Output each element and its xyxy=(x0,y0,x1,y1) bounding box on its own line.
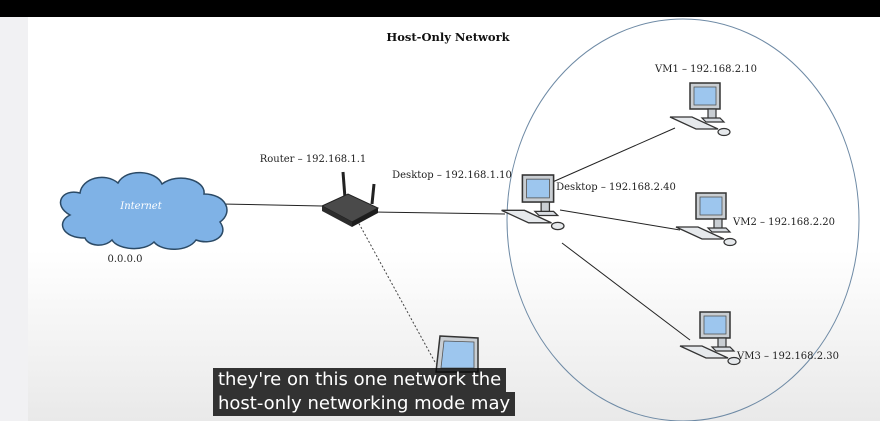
vm2-computer-icon xyxy=(675,192,737,247)
desktop-label-primary: Desktop – 192.168.1.10 xyxy=(392,170,512,181)
link-desktop-vm1 xyxy=(547,127,676,185)
vm1-label: VM1 – 192.168.2.10 xyxy=(654,64,757,75)
internet-address: 0.0.0.0 xyxy=(108,254,143,265)
internet-cloud-icon xyxy=(59,171,228,250)
video-captions: they're on this one network the host-onl… xyxy=(213,368,516,416)
page-left-margin xyxy=(0,17,28,421)
router-label: Router – 192.168.1.1 xyxy=(260,154,367,165)
vm3-computer-icon xyxy=(679,311,741,366)
link-router-laptop xyxy=(356,219,437,365)
link-desktop-vm3 xyxy=(561,242,691,341)
link-router-desktop xyxy=(371,211,506,215)
laptop-icon xyxy=(435,335,479,373)
video-top-bar xyxy=(0,0,880,17)
caption-line-1: they're on this one network the xyxy=(213,368,507,392)
diagram-title: Host-Only Network xyxy=(386,30,510,44)
vm1-computer-icon xyxy=(669,82,731,137)
internet-label: Internet xyxy=(119,201,162,212)
link-desktop-vm2 xyxy=(559,209,681,231)
desktop-computer-icon xyxy=(500,174,565,231)
link-internet-router xyxy=(221,203,323,207)
router-icon xyxy=(320,171,380,227)
vm3-label: VM3 – 192.168.2.30 xyxy=(736,351,839,362)
desktop-label-host-only: Desktop – 192.168.2.40 xyxy=(556,182,676,193)
caption-line-2: host-only networking mode may xyxy=(213,392,516,416)
vm2-label: VM2 – 192.168.2.20 xyxy=(732,217,835,228)
host-only-network-boundary xyxy=(506,18,860,421)
